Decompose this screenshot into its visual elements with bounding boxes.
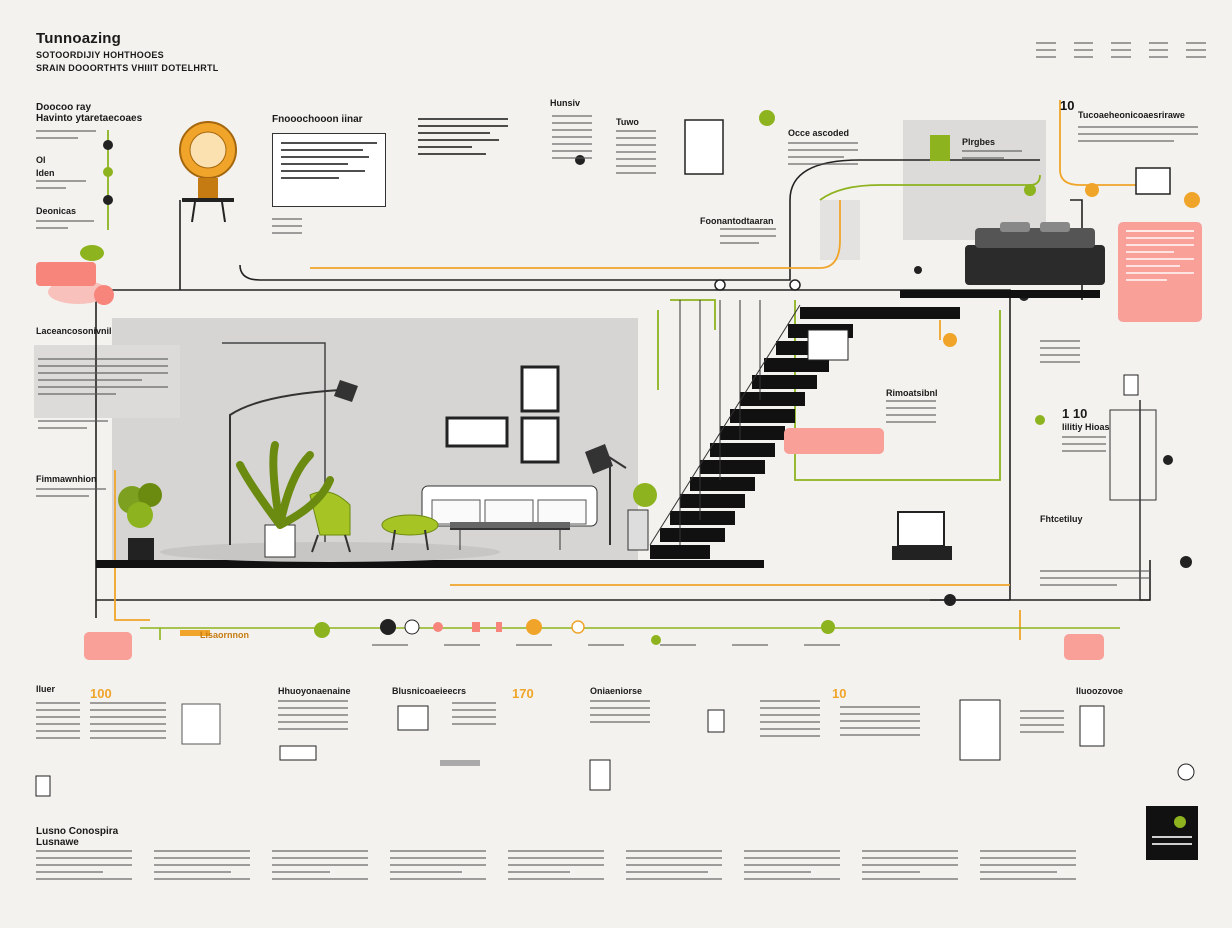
staircase-label: Hunsiv (550, 98, 581, 108)
footer-text-columns (36, 850, 1136, 885)
top-left-heading-2: Havinto ytaretaecoaes (36, 113, 143, 124)
timeline-label: Lisaornnon (200, 630, 249, 640)
footer-heading-2: Lusnawe (36, 837, 79, 848)
col1-heading: Iluer (36, 684, 56, 694)
frame-2 (520, 416, 560, 464)
top-left-item-a: Ol (36, 155, 46, 165)
header-legend (1036, 42, 1206, 63)
col4-number: 170 (512, 686, 534, 701)
far-right-heading: Tucoaeheonicoaesrirawe (1078, 110, 1185, 120)
plant-small-left (118, 483, 162, 560)
top-right-panel (903, 120, 1046, 240)
heater-illustration (179, 121, 237, 223)
left-low-heading: Fimmawnhion (36, 474, 97, 484)
right-heading: Occe ascoded (788, 128, 850, 138)
center-heading: Fnooochooon iinar (272, 114, 363, 125)
right-low-heading: Fhtcetiluy (1040, 514, 1083, 524)
document-icon (684, 119, 724, 175)
card-heading: Tuwo (616, 117, 639, 127)
plant-right (627, 483, 657, 551)
plant-large (236, 441, 334, 558)
stair-pink-callout (784, 428, 884, 454)
top-left-item-b: Iden (36, 168, 55, 178)
armchair-left (309, 491, 351, 536)
left-mid-heading: Laceancosonivnil (36, 326, 112, 336)
footer-heading-1: Lusno Conospira (36, 826, 119, 837)
col3-heading: Blusnicoaeieecrs (392, 686, 467, 696)
col1-number: 100 (90, 686, 112, 701)
armchair-right (381, 514, 439, 536)
sketch-1 (181, 703, 221, 745)
timeline-pink-left (84, 632, 132, 660)
right-number: 1 10 (1062, 406, 1088, 421)
frame-1 (520, 365, 560, 413)
sofa (421, 485, 598, 550)
right-pink-panel (1118, 222, 1202, 322)
legend-badge (1146, 806, 1198, 860)
col2-heading: Hhuoyonaenaine (278, 686, 351, 696)
col4-heading: Oniaeniorse (590, 686, 643, 696)
col6-heading: Iluoozovoe (1076, 686, 1123, 696)
top-left-callout (36, 262, 96, 286)
floor (96, 560, 764, 568)
info-card (272, 133, 386, 207)
top-left-heading-1: Doocoo ray (36, 102, 92, 113)
right-subheading: lilitiy Hioas (1062, 422, 1110, 432)
appliance-outline (1109, 409, 1157, 501)
page-title: Tunnoazing (36, 30, 122, 47)
frame-3 (445, 416, 509, 448)
top-left-item-c: Deonicas (36, 206, 77, 216)
timeline-pink-right (1064, 634, 1104, 660)
stair-note: Rimoatsibnl (886, 388, 938, 398)
page-subtitle-2: SRAIN DOOORTHTS VHIIIT DOTELHRTL (36, 63, 219, 73)
mid-heading: Foonantodtaaran (700, 216, 774, 226)
left-note-panel (34, 345, 180, 418)
bed (965, 245, 1105, 285)
green-doc-icon (930, 135, 950, 161)
pink-label: Plrgbes (962, 137, 996, 147)
page-subtitle-1: SOTOORDIJIY HOHTHOOES (36, 50, 164, 60)
col5-number: 10 (832, 686, 847, 701)
tv-icon (897, 511, 945, 547)
floor-lamp (229, 389, 341, 545)
staircase (650, 307, 960, 559)
far-right-number: 10 (1060, 98, 1075, 113)
